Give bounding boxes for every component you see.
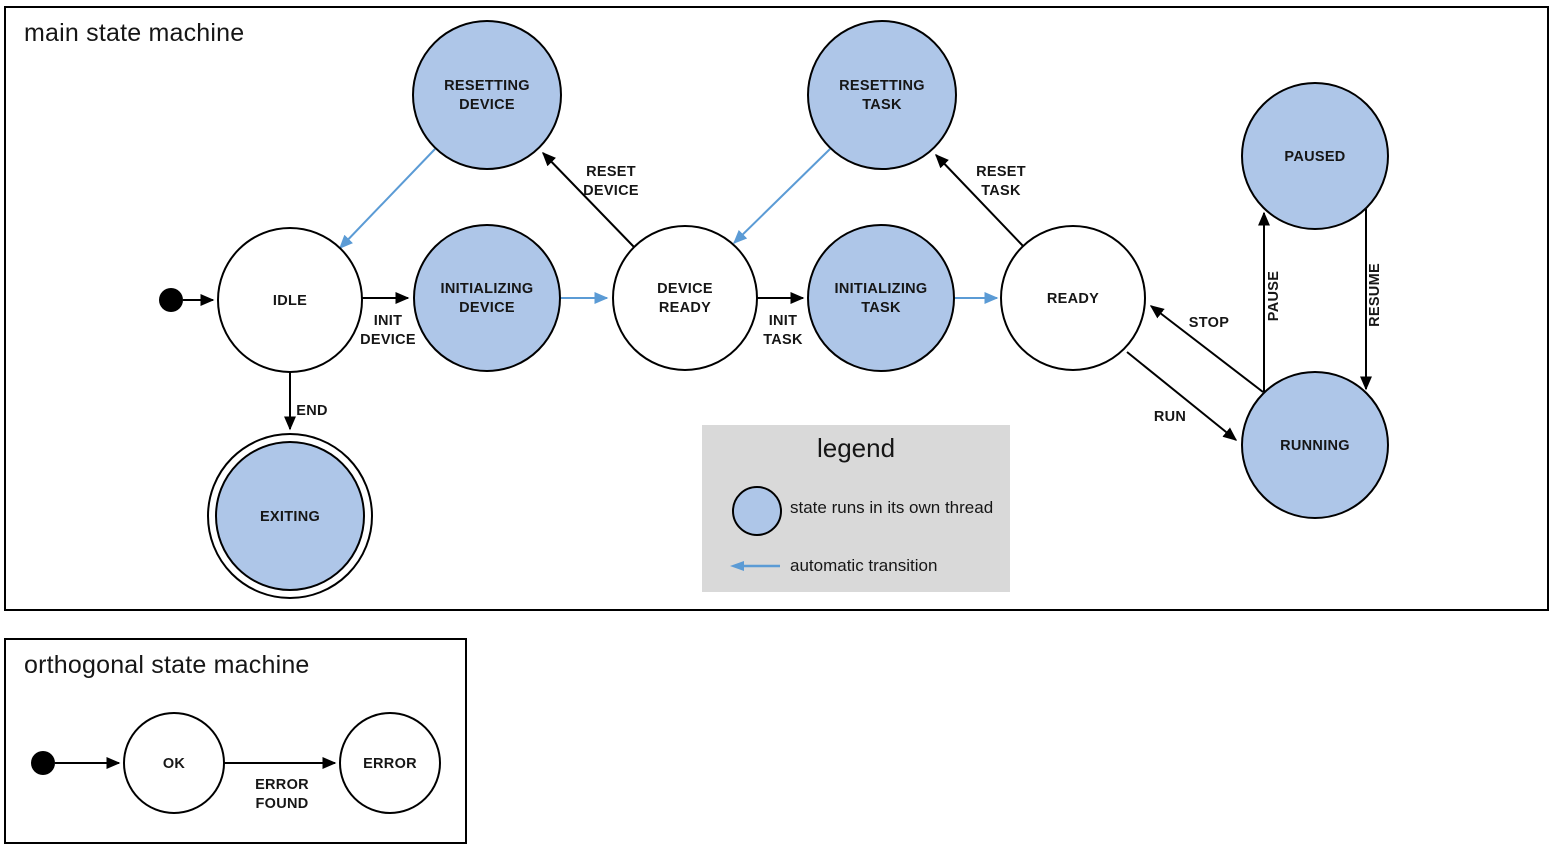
main-state-machine-panel: main state machine bbox=[4, 6, 1549, 611]
orthogonal-machine-title: orthogonal state machine bbox=[24, 651, 310, 679]
legend-title: legend bbox=[816, 433, 896, 463]
legend-item-thread-state: state runs in its own thread bbox=[790, 498, 994, 517]
orthogonal-state-machine-panel: orthogonal state machine bbox=[4, 638, 467, 844]
main-machine-title: main state machine bbox=[24, 19, 245, 47]
thread-state-circle-icon bbox=[732, 486, 782, 536]
auto-transition-arrow-icon bbox=[730, 561, 780, 571]
legend-panel: legend state runs in its own thread auto… bbox=[702, 425, 1010, 592]
legend-item-auto-transition: automatic transition bbox=[790, 556, 938, 575]
